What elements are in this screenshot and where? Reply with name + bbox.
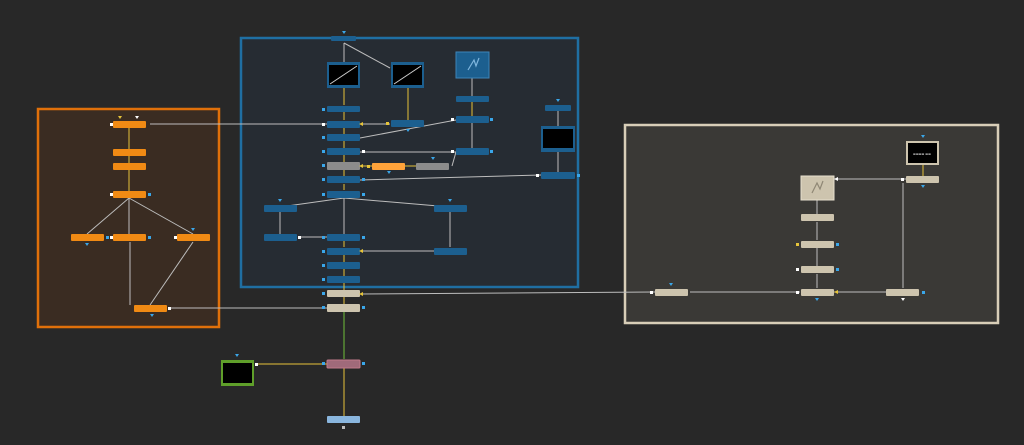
node-pink-merge[interactable] xyxy=(322,359,365,369)
node-blue-j[interactable] xyxy=(322,276,360,283)
node-tan-merge-1[interactable] xyxy=(322,290,363,297)
orange-group-nodes xyxy=(71,116,210,317)
node-orange-highlight[interactable] xyxy=(367,163,405,174)
node-blue-e[interactable] xyxy=(322,176,365,183)
node-blue-b[interactable] xyxy=(322,121,363,128)
node-orange-1[interactable] xyxy=(110,116,146,128)
node-tan-left[interactable] xyxy=(650,283,688,296)
node-blue-f[interactable] xyxy=(322,191,365,198)
node-orange-4[interactable] xyxy=(110,191,151,198)
thumbnail-gradient-2[interactable] xyxy=(391,62,424,88)
thumbnail-tan-top[interactable]: ▬▬▬▬ ▬▬ xyxy=(906,135,939,165)
node-tan-merge-2[interactable] xyxy=(322,304,365,312)
node-blue-g[interactable] xyxy=(322,234,365,241)
node-tan-d[interactable] xyxy=(796,289,838,301)
thumbnail-tan-splash[interactable] xyxy=(800,175,838,201)
node-blue-left-1[interactable] xyxy=(264,199,297,212)
node-blue-d[interactable] xyxy=(322,148,365,155)
thumbnail-gradient-1[interactable] xyxy=(327,62,360,88)
node-tan-right[interactable] xyxy=(886,289,925,301)
node-blue-right-col-2[interactable] xyxy=(451,116,493,123)
tan-group-nodes: ▬▬▬▬ ▬▬ xyxy=(650,135,939,301)
node-blue-mid[interactable] xyxy=(386,120,424,132)
node-blue-far-right-1[interactable] xyxy=(545,99,571,111)
node-tan-b[interactable] xyxy=(796,241,839,248)
node-orange-8[interactable] xyxy=(134,305,171,317)
node-blue-i[interactable] xyxy=(322,262,360,269)
node-tan-a[interactable] xyxy=(801,214,834,221)
node-orange-6[interactable] xyxy=(110,234,151,241)
node-orange-7[interactable] xyxy=(174,228,210,241)
node-output[interactable] xyxy=(327,416,360,429)
node-blue-far-right-2[interactable] xyxy=(536,172,580,179)
node-blue-c[interactable] xyxy=(322,134,360,141)
node-blue-right-col-3[interactable] xyxy=(451,148,493,155)
node-blue-left-2[interactable] xyxy=(264,234,301,241)
node-gray-2[interactable] xyxy=(416,157,449,170)
blue-group-nodes xyxy=(264,31,580,283)
thumbnail-caption: ▬▬▬▬ ▬▬ xyxy=(913,152,931,156)
thumbnail-black[interactable] xyxy=(541,126,575,152)
node-blue-a[interactable] xyxy=(322,106,360,112)
node-tan-c[interactable] xyxy=(796,266,839,273)
node-orange-2[interactable] xyxy=(113,149,146,156)
node-gray-merge[interactable] xyxy=(322,162,363,170)
node-blue-right-1[interactable] xyxy=(434,199,467,212)
node-orange-5[interactable] xyxy=(71,234,109,246)
node-blue-h[interactable] xyxy=(322,248,363,255)
node-blue-right-2[interactable] xyxy=(434,248,467,255)
output-chain-nodes xyxy=(221,290,365,429)
connection-wires xyxy=(86,42,924,416)
thumbnail-splash[interactable] xyxy=(455,51,490,79)
node-tan-top-right[interactable] xyxy=(901,176,939,188)
thumbnail-green[interactable] xyxy=(221,354,258,386)
node-blue-top-input[interactable] xyxy=(331,31,356,41)
node-orange-3[interactable] xyxy=(113,163,146,170)
node-blue-right-col-1[interactable] xyxy=(456,96,489,102)
